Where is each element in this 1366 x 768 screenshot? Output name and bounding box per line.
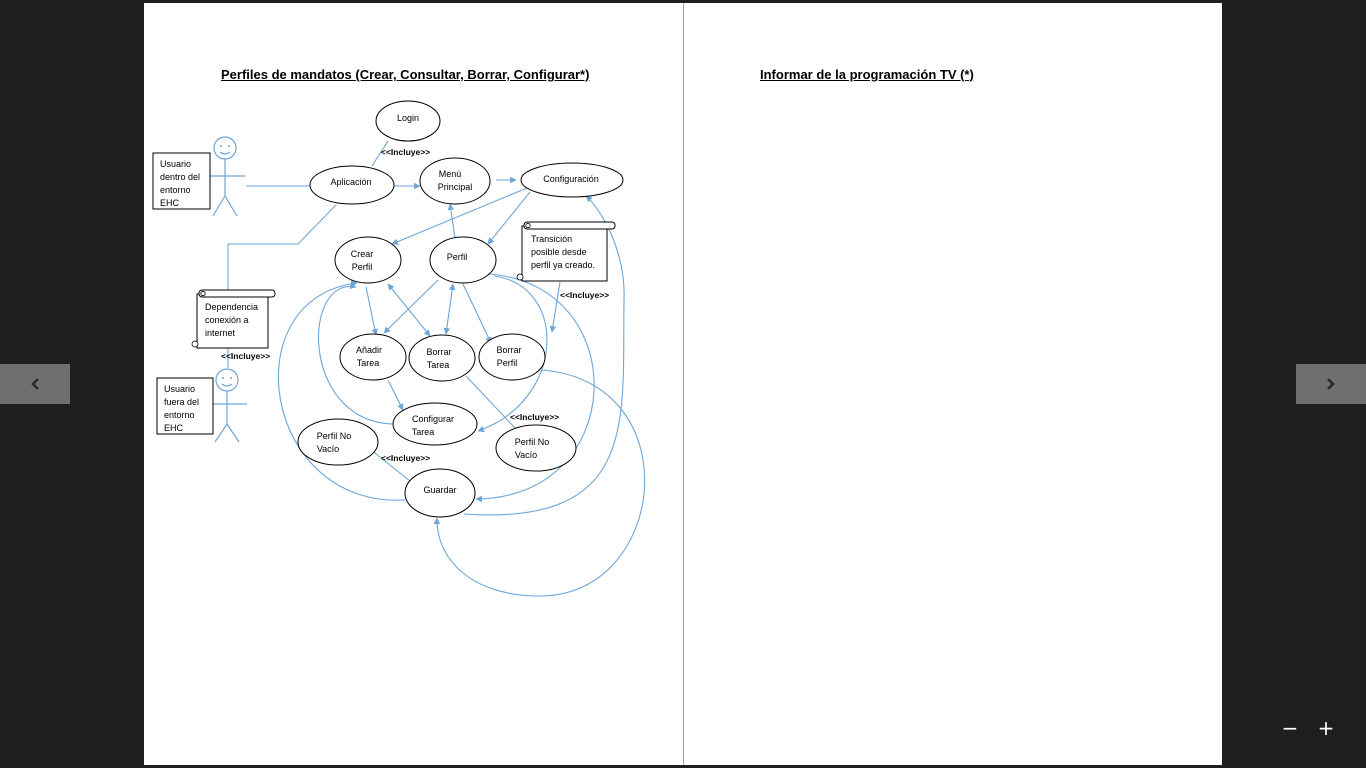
zoom-in-button[interactable]: +	[1317, 716, 1335, 740]
page-divider	[683, 3, 684, 765]
chevron-right-icon	[1327, 378, 1335, 390]
prev-page-button[interactable]	[0, 364, 70, 404]
page-heading-perfiles: Perfiles de mandatos (Crear, Consultar, …	[221, 67, 590, 82]
document-page-left	[144, 3, 683, 765]
zoom-out-button[interactable]: −	[1281, 716, 1299, 740]
page-heading-programacion: Informar de la programación TV (*)	[760, 67, 974, 82]
chevron-left-icon	[31, 378, 39, 390]
document-page-right	[684, 3, 1222, 765]
next-page-button[interactable]	[1296, 364, 1366, 404]
